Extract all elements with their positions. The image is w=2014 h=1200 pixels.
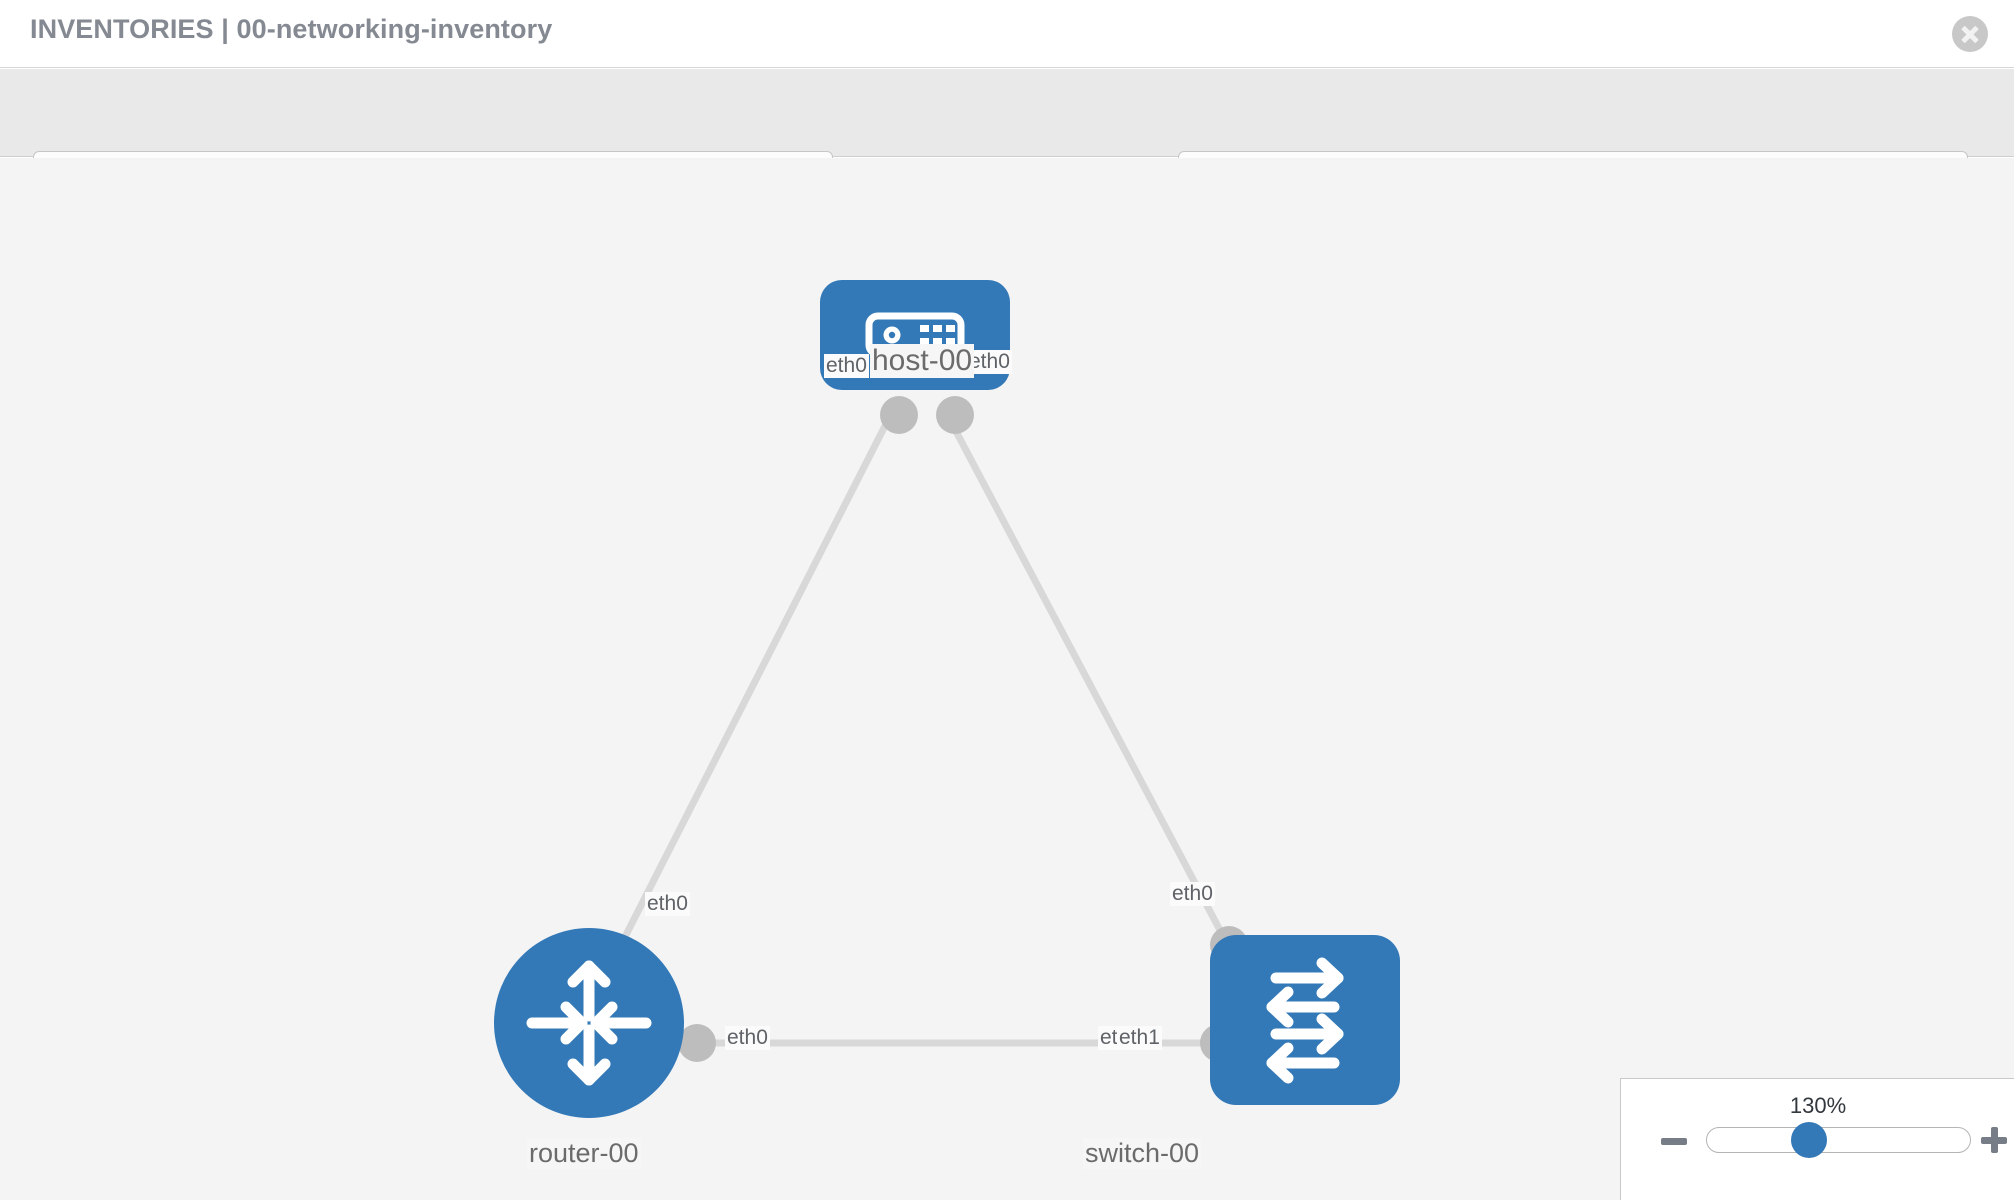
edge-label-host-right: eth0: [967, 350, 1012, 374]
socket-host-right[interactable]: [936, 396, 974, 434]
router-arrows-icon: [526, 960, 652, 1086]
window-header: INVENTORIES | 00-networking-inventory: [0, 0, 2014, 68]
toolbar: ACTIONS SEARCH: [0, 69, 2014, 201]
node-label-host-00: host-00: [870, 344, 975, 378]
close-icon[interactable]: [1952, 16, 1988, 52]
edge-label-router-right: eth0: [725, 1026, 770, 1050]
zoom-level-label: 130%: [1789, 1093, 1847, 1118]
edge-label-switch-left-front: eth1: [1117, 1026, 1162, 1050]
edge-host-router: [596, 418, 892, 988]
node-label-router-00: router-00: [527, 1138, 641, 1169]
node-switch-00[interactable]: [1210, 935, 1400, 1105]
router-node-shape: [494, 928, 684, 1118]
node-label-switch-00: switch-00: [1083, 1138, 1202, 1169]
zoom-slider-handle[interactable]: [1791, 1122, 1827, 1158]
edge-host-switch: [946, 418, 1244, 970]
socket-host-left[interactable]: [880, 396, 918, 434]
edge-label-switch-upper: eth0: [1170, 882, 1215, 906]
page-title: INVENTORIES | 00-networking-inventory: [30, 14, 553, 44]
edge-label-host-left: eth0: [824, 354, 869, 378]
zoom-in-button[interactable]: [1981, 1127, 2007, 1153]
socket-router-right[interactable]: [678, 1024, 716, 1062]
zoom-out-button[interactable]: [1661, 1138, 1687, 1145]
zoom-slider[interactable]: [1706, 1127, 1971, 1153]
topology-canvas[interactable]: host-00 r: [0, 158, 2014, 1200]
node-router-00[interactable]: [494, 928, 684, 1118]
zoom-control-panel: 130%: [1620, 1078, 2014, 1200]
edge-label-router-upper: eth0: [645, 892, 690, 916]
switch-arrows-icon: [1266, 957, 1344, 1084]
switch-node-shape: [1210, 935, 1400, 1105]
